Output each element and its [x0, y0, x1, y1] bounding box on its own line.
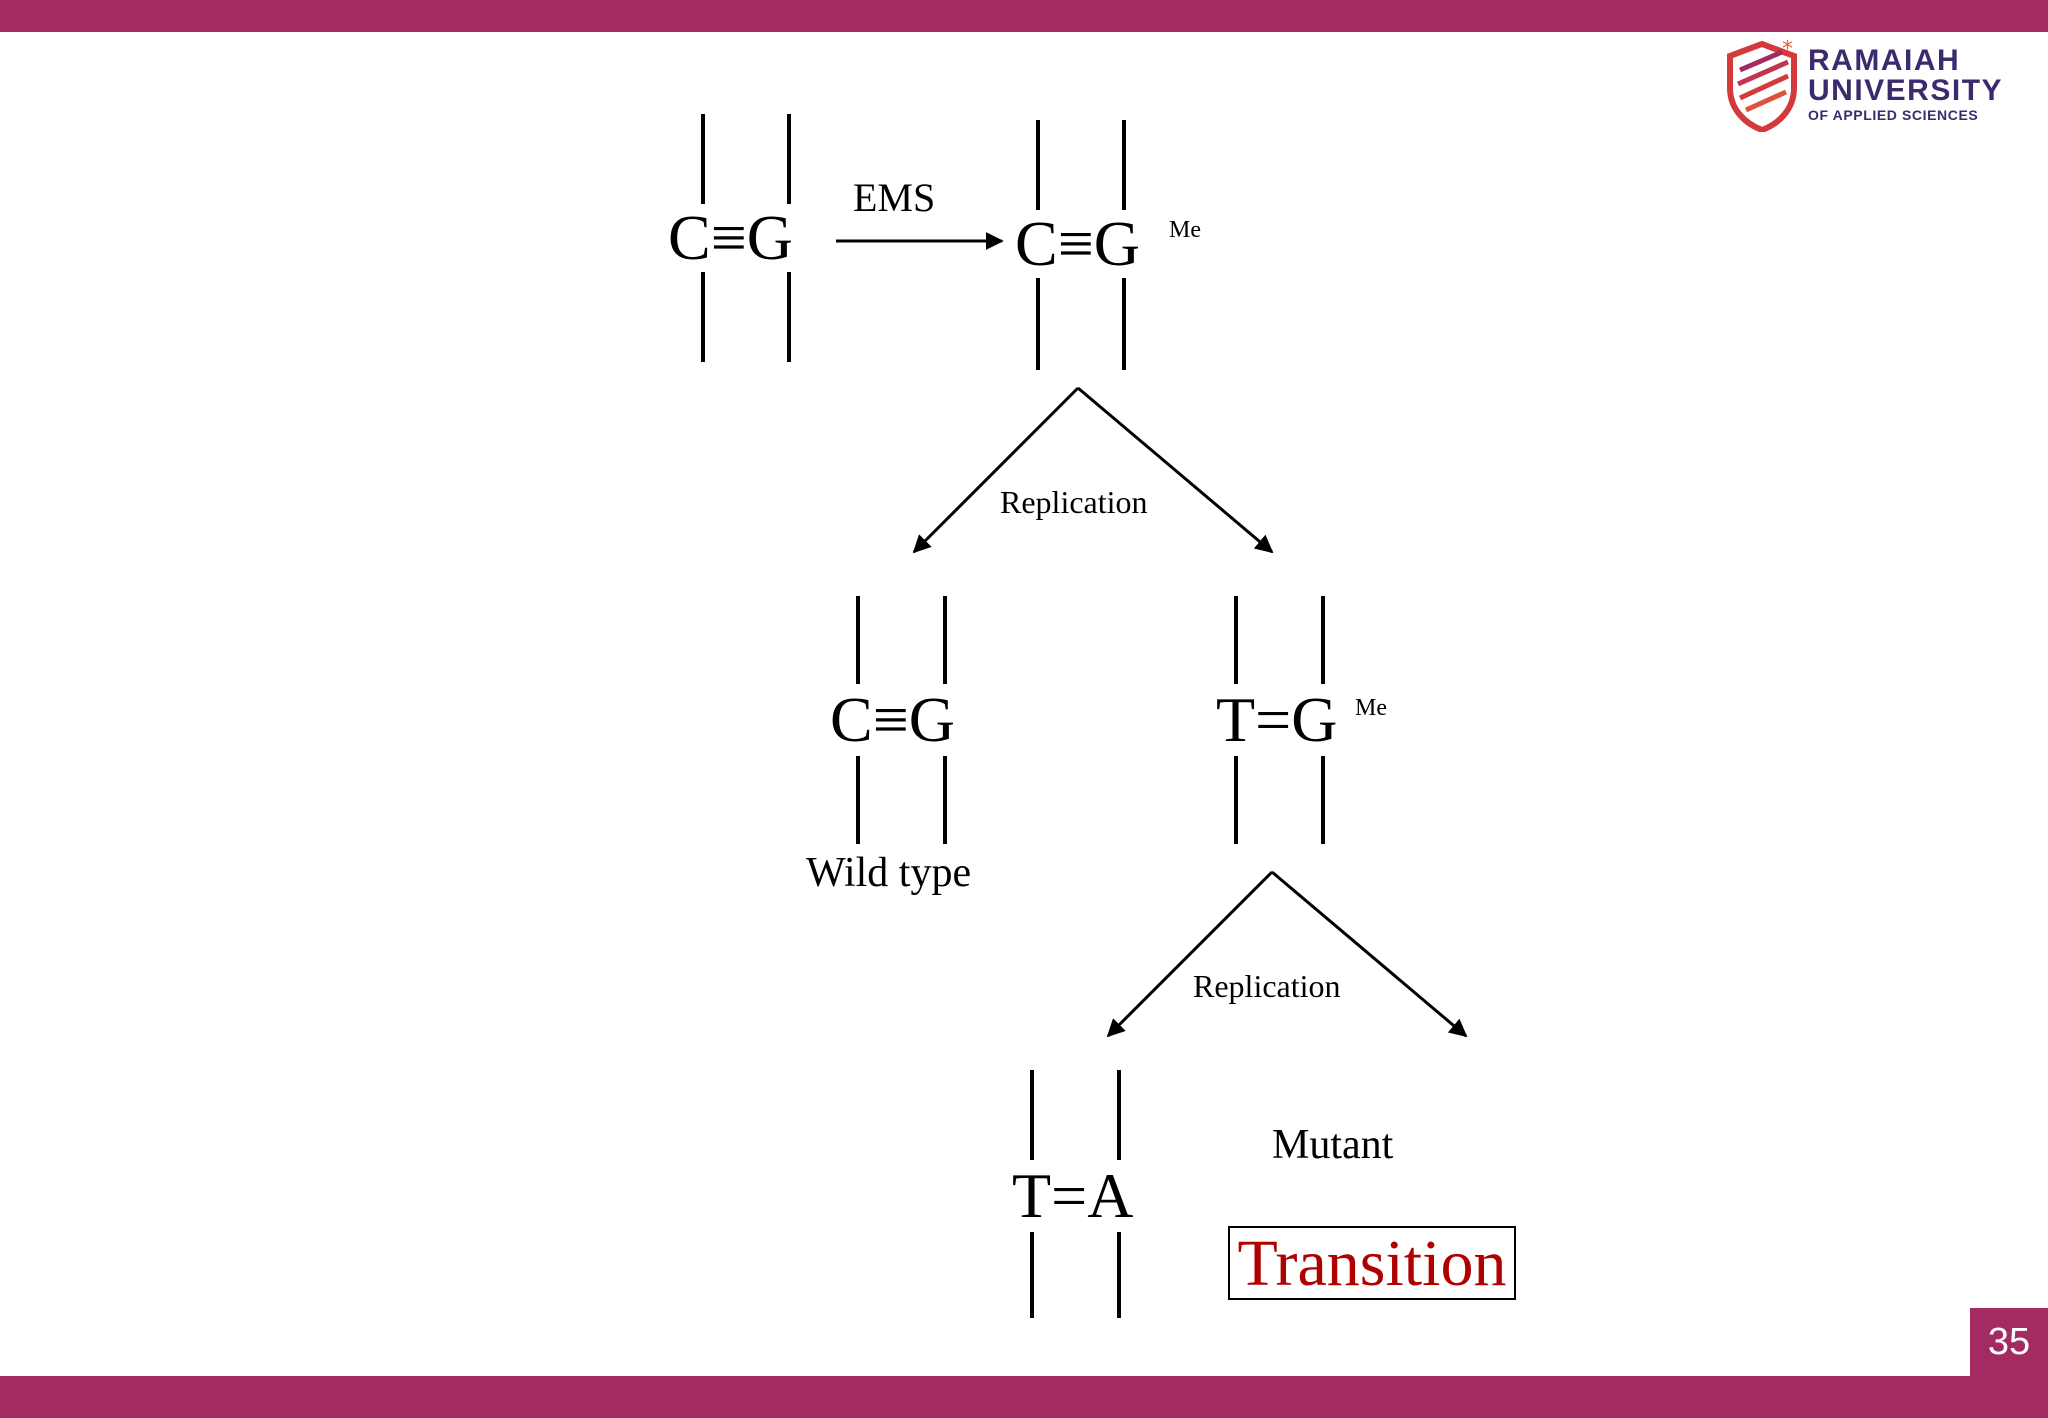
pair4-bond: =	[1255, 684, 1292, 755]
pair2-bond: ≡	[1057, 208, 1094, 279]
logo-line-2: UNIVERSITY	[1808, 74, 2004, 107]
pair2-right-base: G	[1093, 208, 1140, 279]
university-shield-icon: *	[1727, 37, 1797, 134]
pair4-strands	[1234, 596, 1325, 844]
replication1-arrow-right	[1077, 386, 1274, 554]
transition-label-box: Transition	[1228, 1226, 1516, 1300]
replication1-label: Replication	[1000, 484, 1148, 520]
logo-line-1: RAMAIAH	[1808, 44, 1961, 77]
pair2-left-base: C	[1015, 208, 1058, 279]
pair4-base-pair: T=G	[1216, 688, 1337, 752]
pair3-bond: ≡	[872, 684, 909, 755]
transition-label: Transition	[1237, 1227, 1507, 1300]
pair1-base-pair: C≡G	[668, 206, 793, 270]
pair2-methyl-superscript: Me	[1169, 217, 1201, 243]
pair1-right-base: G	[746, 202, 793, 273]
pair4-left-base: T	[1216, 684, 1256, 755]
bottom-banner	[0, 1376, 2048, 1418]
top-banner	[0, 0, 2048, 32]
university-logo: * RAMAIAH UNIVERSITY OF APPLIED SCIENCES	[1722, 37, 2022, 134]
mutant-label: Mutant	[1272, 1122, 1394, 1168]
pair5-left-base: T	[1012, 1160, 1052, 1231]
pair5-strands	[1030, 1070, 1121, 1318]
wild-type-label: Wild type	[806, 850, 972, 896]
pair1-strands	[701, 114, 791, 362]
pair2-base-pair: C≡G	[1015, 212, 1140, 276]
pair5-base-pair: T=A	[1012, 1164, 1133, 1228]
page-number: 35	[1987, 1320, 2031, 1363]
replication2-arrow-left	[1106, 870, 1274, 1038]
svg-text:*: *	[1782, 40, 1793, 62]
pair3-left-base: C	[830, 684, 873, 755]
pair2-strands	[1036, 120, 1126, 370]
pair5-right-base: A	[1087, 1160, 1134, 1231]
replication1-arrow-left	[912, 386, 1080, 554]
university-name: RAMAIAH UNIVERSITY OF APPLIED SCIENCES	[1808, 46, 2003, 124]
pair5-bond: =	[1051, 1160, 1088, 1231]
replication2-arrow-right	[1271, 870, 1468, 1038]
pair4-methyl-superscript: Me	[1355, 695, 1387, 721]
pair3-strands	[856, 596, 947, 844]
ems-label: EMS	[853, 175, 936, 220]
pair1-bond: ≡	[710, 202, 747, 273]
pair3-right-base: G	[908, 684, 955, 755]
pair3-base-pair: C≡G	[830, 688, 955, 752]
page-number-badge: 35	[1970, 1308, 2048, 1376]
pair1-left-base: C	[668, 202, 711, 273]
replication2-label: Replication	[1193, 968, 1341, 1004]
pair4-right-base: G	[1291, 684, 1338, 755]
logo-line-3: OF APPLIED SCIENCES	[1808, 107, 1979, 123]
